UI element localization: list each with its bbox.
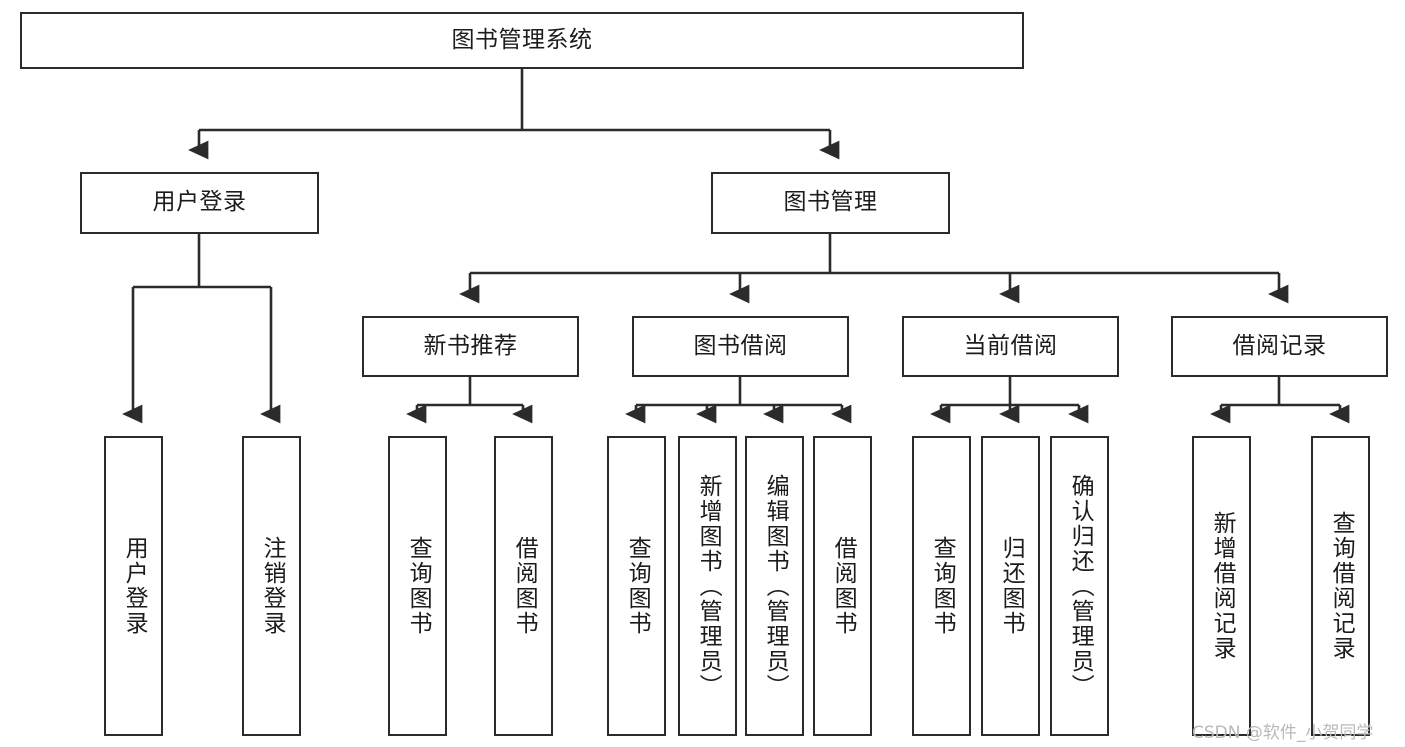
node-label-leaf-borrow-book-2: 借阅图书 xyxy=(830,536,857,636)
node-leaf-edit-book[interactable]: 编辑图书（管理员） xyxy=(745,436,804,736)
connector-currentborrow-to-leaves xyxy=(930,377,1089,424)
node-leaf-query-record[interactable]: 查询借阅记录 xyxy=(1311,436,1370,736)
node-label-current-borrow: 当前借阅 xyxy=(963,332,1058,359)
node-leaf-add-record[interactable]: 新增借阅记录 xyxy=(1192,436,1251,736)
node-book-management[interactable]: 图书管理 xyxy=(711,172,950,234)
node-root-system[interactable]: 图书管理系统 xyxy=(20,12,1024,69)
node-label-user-login: 用户登录 xyxy=(152,189,247,216)
node-leaf-query-book-1[interactable]: 查询图书 xyxy=(388,436,447,736)
node-leaf-logout-login[interactable]: 注销登录 xyxy=(242,436,301,736)
node-leaf-borrow-book-1[interactable]: 借阅图书 xyxy=(494,436,553,736)
node-label-leaf-query-book-1: 查询图书 xyxy=(405,536,432,636)
node-leaf-query-book-2[interactable]: 查询图书 xyxy=(607,436,666,736)
node-label-book-borrow: 图书借阅 xyxy=(693,332,788,359)
node-label-leaf-borrow-book-1: 借阅图书 xyxy=(511,536,538,636)
node-borrow-record[interactable]: 借阅记录 xyxy=(1171,316,1388,377)
node-label-leaf-return-book: 归还图书 xyxy=(998,536,1025,636)
node-label-leaf-edit-book: 编辑图书（管理员） xyxy=(762,473,789,699)
node-leaf-add-book[interactable]: 新增图书（管理员） xyxy=(678,436,737,736)
node-leaf-borrow-book-2[interactable]: 借阅图书 xyxy=(813,436,872,736)
node-new-book-recommend[interactable]: 新书推荐 xyxy=(362,316,579,377)
csdn-watermark: CSDN @软件_小贺同学 xyxy=(1192,723,1374,743)
node-current-borrow[interactable]: 当前借阅 xyxy=(902,316,1119,377)
node-leaf-return-book[interactable]: 归还图书 xyxy=(981,436,1040,736)
node-leaf-user-login[interactable]: 用户登录 xyxy=(104,436,163,736)
node-label-leaf-query-record: 查询借阅记录 xyxy=(1328,511,1355,661)
connector-userlogin-to-leaves xyxy=(122,234,281,424)
node-label-leaf-add-book: 新增图书（管理员） xyxy=(695,473,722,699)
connector-bookborrow-to-leaves xyxy=(625,377,852,424)
node-leaf-query-book-3[interactable]: 查询图书 xyxy=(912,436,971,736)
node-label-root: 图书管理系统 xyxy=(451,26,593,53)
node-label-leaf-add-record: 新增借阅记录 xyxy=(1209,511,1236,661)
node-leaf-confirm-return[interactable]: 确认归还（管理员） xyxy=(1050,436,1109,736)
node-label-leaf-query-book-3: 查询图书 xyxy=(929,536,956,636)
node-label-new-book-recommend: 新书推荐 xyxy=(423,332,518,359)
node-label-leaf-user-login: 用户登录 xyxy=(121,536,148,636)
connector-root-to-level2 xyxy=(188,69,840,160)
node-book-borrow[interactable]: 图书借阅 xyxy=(632,316,849,377)
node-label-borrow-record: 借阅记录 xyxy=(1232,332,1327,359)
node-label-leaf-confirm-return: 确认归还（管理员） xyxy=(1067,473,1094,699)
node-label-leaf-logout-login: 注销登录 xyxy=(259,536,286,636)
node-user-login[interactable]: 用户登录 xyxy=(80,172,319,234)
connector-newbook-to-leaves xyxy=(406,377,533,424)
connector-bookmgmt-to-level3 xyxy=(459,234,1289,304)
node-label-book-management: 图书管理 xyxy=(783,189,878,216)
node-label-leaf-query-book-2: 查询图书 xyxy=(624,536,651,636)
connector-borrowrecord-to-leaves xyxy=(1210,377,1350,424)
